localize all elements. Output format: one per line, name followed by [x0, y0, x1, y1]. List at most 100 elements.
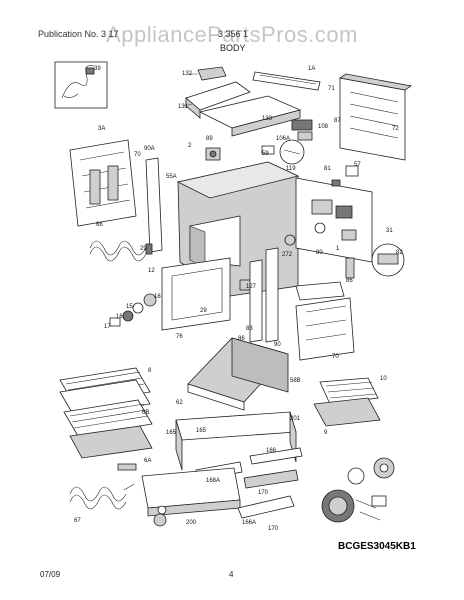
callout-170-lower: 170 [268, 526, 279, 532]
callout-70-lower: 70 [332, 354, 339, 360]
callout-201: 201 [290, 416, 301, 422]
callout-8: 8 [148, 368, 152, 374]
part-132-badge [190, 66, 227, 81]
callout-133: 133 [262, 116, 273, 122]
part-82-detail-circle [371, 243, 405, 277]
callout-165-right: 165 [196, 428, 207, 434]
callout-132: 132 [182, 71, 193, 77]
callout-68: 68 [96, 222, 103, 228]
callout-80: 80 [316, 250, 323, 256]
callout-6B: 6B [142, 410, 149, 416]
callout-31: 31 [386, 228, 393, 234]
part-71-back-panel [338, 73, 413, 161]
callout-67: 67 [74, 518, 81, 524]
callout-166A: 166A [242, 520, 256, 526]
callout-86-right: 86 [346, 278, 353, 284]
callout-200: 200 [186, 520, 197, 526]
part-86-bracket [345, 257, 355, 279]
part-67-bake-element [69, 483, 135, 510]
callout-12: 12 [148, 268, 155, 274]
part-165-drawer-frame [175, 411, 297, 471]
callout-9: 9 [324, 430, 328, 436]
part-57-relay [345, 165, 359, 177]
part-9-broil-pan [313, 397, 381, 427]
callout-15: 15 [126, 304, 133, 310]
callout-29-lower: 29 [200, 308, 207, 314]
callout-119: 119 [286, 166, 296, 172]
callout-1A: 1A [308, 66, 315, 72]
callout-70-upper: 70 [134, 152, 141, 158]
callout-17: 17 [104, 324, 111, 330]
part-200-drawer-front [141, 467, 241, 527]
callout-76: 76 [176, 334, 183, 340]
callout-10: 10 [380, 376, 387, 382]
callout-29-upper: 29 [140, 246, 147, 252]
part-83-side-trim [249, 259, 263, 343]
part-131-bracket [183, 81, 251, 119]
part-29-door-frame [161, 257, 231, 331]
part-166A-drawer-rail [237, 495, 295, 519]
part-70-lower-side-panel [295, 297, 355, 361]
part-133-top-panel [198, 95, 302, 137]
callout-90A: 90A [144, 146, 155, 152]
part-81-clip [331, 179, 341, 187]
callout-62: 62 [176, 400, 183, 406]
part-119-detail-circle [279, 139, 305, 165]
watermark: AppliancePartsPros.com [106, 22, 358, 47]
section-title: BODY [220, 43, 246, 53]
callout-83: 83 [246, 326, 253, 332]
callout-108: 108 [318, 124, 329, 130]
callout-165-left: 165 [166, 430, 177, 436]
callout-1: 1 [336, 246, 340, 252]
footer-date: 07/09 [40, 570, 61, 579]
part-1-right-side-panel [295, 177, 373, 263]
part-89-switch [205, 147, 221, 161]
part-62-broil-element [69, 425, 153, 459]
part-3-lower-side-panel [295, 281, 345, 301]
part-18-light-assembly [109, 293, 157, 327]
part-10-broil-pan-grid [319, 377, 379, 405]
callout-71: 71 [328, 86, 335, 92]
catalog-code: BCGES3045KB1 [338, 541, 416, 552]
callout-87: 87 [334, 118, 341, 124]
part-58B-bottom-pan [187, 337, 289, 411]
callout-166: 166 [266, 448, 277, 454]
callout-18: 18 [154, 294, 161, 300]
callout-58B: 58B [290, 378, 301, 384]
callout-39: 39 [94, 66, 101, 72]
model-number: 3 356 1 [218, 29, 249, 39]
part-59-sensor [261, 145, 275, 155]
callout-82: 82 [396, 250, 403, 256]
callout-272: 272 [282, 252, 293, 258]
publication-number: Publication No. 3 17 [38, 29, 119, 39]
callout-131: 131 [178, 104, 189, 110]
callout-labels: 39 132 1A 71 131 3A 133 87 72 108 90A 70… [74, 66, 403, 532]
part-108-terminal-block [291, 119, 313, 141]
callout-90: 90 [274, 342, 281, 348]
part-166-slide [249, 447, 303, 465]
part-68-bake-element [89, 240, 153, 262]
callout-55A: 55A [166, 174, 177, 180]
callout-57: 57 [354, 162, 361, 168]
part-6B-oven-rack [63, 399, 153, 437]
part-39-power-cord [54, 61, 108, 109]
part-90A-trim-strip [145, 157, 163, 253]
part-convection-fan-detail [321, 457, 395, 523]
callout-6A: 6A [144, 458, 151, 464]
part-1A-top-rail [252, 71, 321, 91]
callout-127: 127 [246, 284, 257, 290]
callout-89: 89 [206, 136, 213, 142]
callout-16: 16 [116, 314, 123, 320]
callout-59: 59 [262, 151, 269, 157]
callout-106A: 106A [276, 136, 290, 142]
callout-168A: 168A [206, 478, 220, 484]
callout-72: 72 [392, 126, 399, 132]
callout-3A: 3A [98, 126, 105, 132]
part-272-knob [284, 234, 296, 246]
callout-81: 81 [324, 166, 331, 172]
footer-page-number: 4 [229, 570, 234, 579]
callout-86-lower: 86 [238, 336, 245, 342]
part-6A-bracket [117, 463, 137, 471]
callout-170-upper: 170 [258, 490, 269, 496]
